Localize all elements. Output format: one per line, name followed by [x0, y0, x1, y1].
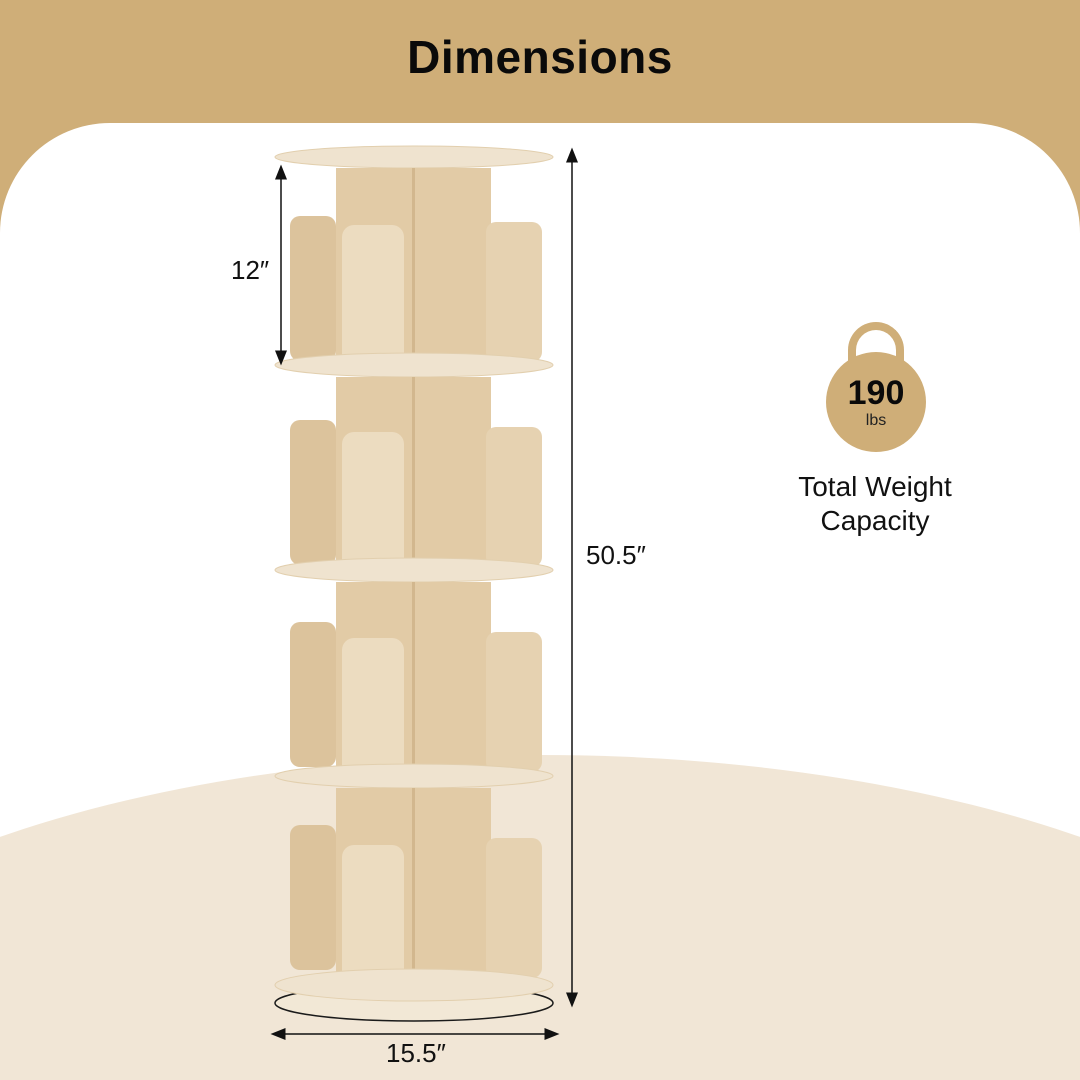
weight-label-line2: Capacity	[820, 505, 930, 536]
header-banner: Dimensions	[0, 0, 1080, 125]
diameter-label: 15.5″	[386, 1038, 446, 1068]
shelf-height-label: 12″	[231, 255, 270, 285]
kettlebell-handle	[848, 322, 904, 366]
kettlebell-body: 190 lbs	[826, 352, 926, 452]
kettlebell-icon: 190 lbs	[826, 322, 926, 452]
weight-value: 190	[847, 374, 905, 412]
page-title: Dimensions	[407, 31, 673, 83]
weight-unit: lbs	[865, 412, 887, 429]
total-height-label: 50.5″	[586, 540, 646, 570]
weight-capacity-label: Total Weight Capacity	[760, 470, 990, 538]
weight-label-line1: Total Weight	[798, 471, 952, 502]
